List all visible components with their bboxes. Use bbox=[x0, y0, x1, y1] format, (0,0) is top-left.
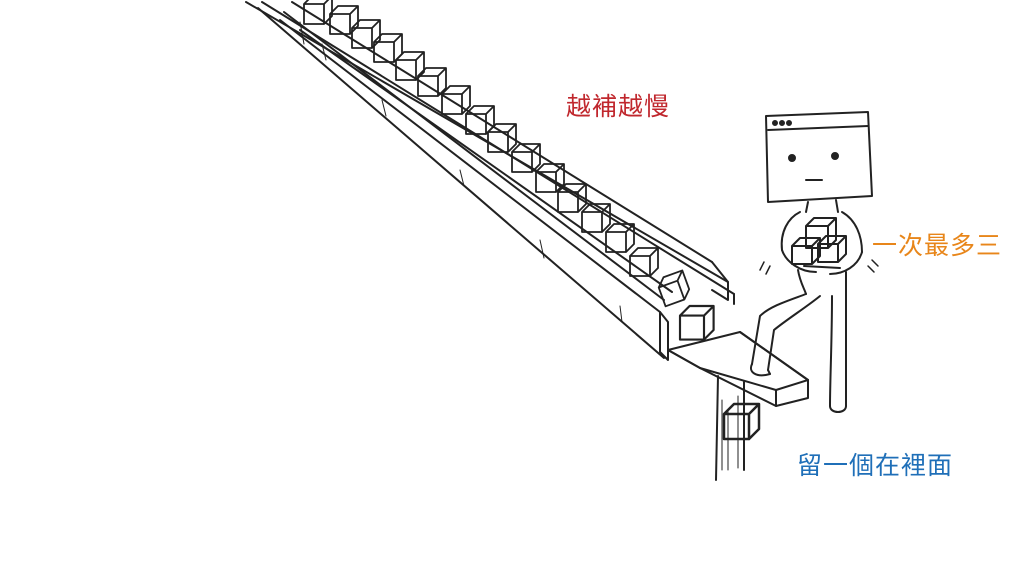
annotation-max-three-label: 一次最多三 bbox=[872, 231, 1003, 260]
platform-and-pole bbox=[667, 331, 809, 481]
annotation-leave-one-label: 留一個在裡面 bbox=[797, 451, 954, 480]
annotation-slower-label: 越補越慢 bbox=[566, 92, 671, 121]
conveyor-chute bbox=[245, 1, 735, 361]
conveyor-boxes bbox=[303, 0, 715, 341]
window-head-character bbox=[750, 111, 879, 413]
